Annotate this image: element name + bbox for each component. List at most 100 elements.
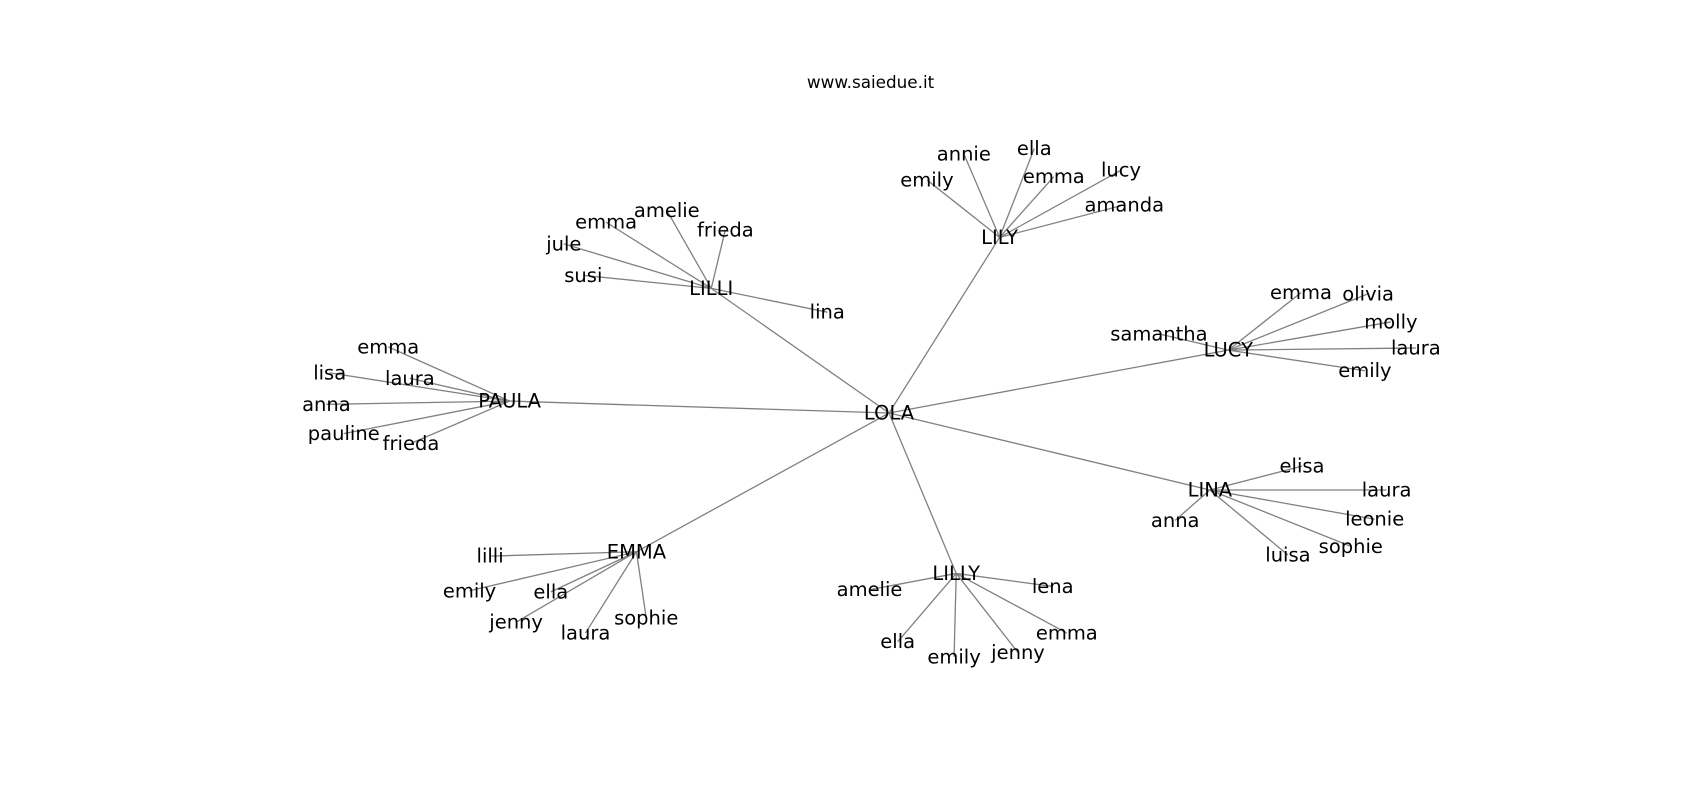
edge-emma-emily xyxy=(469,551,637,592)
edge-lilly-emily xyxy=(953,573,957,657)
node-lucy-emily: emily xyxy=(1338,359,1391,382)
edge-paula-frieda xyxy=(410,400,510,444)
edge-paula-lisa xyxy=(329,372,510,402)
edge-emma-sophie xyxy=(635,551,647,618)
node-hub-lucy: LUCY xyxy=(1204,339,1253,362)
edge-emma-ella xyxy=(550,551,637,593)
node-lucy-emma: emma xyxy=(1270,281,1332,304)
node-paula-lisa: lisa xyxy=(313,361,346,384)
edge-lily-emily xyxy=(926,179,1000,238)
edge-paula-anna xyxy=(326,400,510,405)
node-lucy-molly: molly xyxy=(1364,310,1417,333)
edge-lilli-lina xyxy=(711,287,828,313)
edge-lina-leonie xyxy=(1209,489,1375,520)
node-lilly-emma: emma xyxy=(1036,622,1098,645)
node-lucy-samantha: samantha xyxy=(1110,322,1207,345)
node-lina-leonie: leonie xyxy=(1345,508,1404,531)
edge-lilli-frieda xyxy=(710,229,726,289)
node-emma-sophie: sophie xyxy=(614,606,678,629)
node-paula-pauline: pauline xyxy=(308,422,380,445)
node-lilli-susi: susi xyxy=(564,264,602,287)
node-lilli-lina: lina xyxy=(810,301,845,324)
node-lucy-laura: laura xyxy=(1391,336,1441,359)
edge-root-lily xyxy=(888,237,1001,414)
node-lilly-lena: lena xyxy=(1032,575,1074,598)
node-lilli-emma: emma xyxy=(575,211,637,234)
node-emma-laura: laura xyxy=(561,622,611,645)
node-hub-paula: PAULA xyxy=(478,390,541,413)
node-lucy-olivia: olivia xyxy=(1342,282,1394,305)
edge-emma-lilli xyxy=(490,551,637,557)
edge-lucy-olivia xyxy=(1228,293,1369,351)
edge-lily-ella xyxy=(998,148,1035,238)
edge-root-lilli xyxy=(710,287,890,414)
node-paula-frieda: frieda xyxy=(383,432,440,455)
edge-lilly-ella xyxy=(897,573,957,643)
edge-lilli-jule xyxy=(563,243,712,289)
edge-root-lilly xyxy=(888,412,957,574)
node-lilli-frieda: frieda xyxy=(697,218,754,241)
node-lina-anna: anna xyxy=(1151,509,1200,532)
edge-lina-luisa xyxy=(1209,489,1289,556)
node-lina-sophie: sophie xyxy=(1319,535,1383,558)
node-emma-ella: ella xyxy=(533,580,568,603)
node-paula-anna: anna xyxy=(302,393,351,416)
node-lina-elisa: elisa xyxy=(1280,455,1325,478)
edge-lina-anna xyxy=(1174,489,1211,521)
node-emma-emily: emily xyxy=(443,579,496,602)
node-hub-lilly: LILLY xyxy=(932,562,980,585)
edge-lucy-molly xyxy=(1228,321,1392,351)
node-lily-lucy: lucy xyxy=(1101,159,1141,182)
node-hub-lilli: LILLI xyxy=(689,277,733,300)
edge-emma-laura xyxy=(584,551,638,634)
edge-lily-lucy xyxy=(999,169,1122,238)
node-lily-annie: annie xyxy=(937,142,991,165)
node-hub-lily: LILY xyxy=(981,226,1018,249)
edge-emma-jenny xyxy=(515,551,637,623)
node-lily-emma: emma xyxy=(1023,165,1085,188)
edge-lucy-samantha xyxy=(1158,333,1229,351)
edge-lily-annie xyxy=(963,153,1001,238)
node-emma-lilli: lilli xyxy=(477,545,504,568)
node-lina-luisa: luisa xyxy=(1265,544,1310,567)
edge-paula-laura xyxy=(409,377,510,402)
edge-root-lina xyxy=(888,412,1211,491)
edge-lily-emma xyxy=(999,176,1055,238)
node-emma-jenny: jenny xyxy=(488,611,543,634)
node-root: LOLA xyxy=(864,402,915,425)
node-lilly-jenny: jenny xyxy=(990,641,1045,664)
edge-lily-amanda xyxy=(999,204,1125,239)
node-lilli-jule: jule xyxy=(545,232,581,255)
node-hub-emma: EMMA xyxy=(607,540,667,563)
edge-root-paula xyxy=(509,400,890,414)
node-lilli-amelie: amelie xyxy=(634,199,700,222)
node-hub-lina: LINA xyxy=(1188,478,1233,501)
edge-lilli-susi xyxy=(583,274,712,289)
edge-root-emma xyxy=(636,412,890,553)
edge-lucy-emma xyxy=(1227,292,1302,351)
node-lina-laura: laura xyxy=(1362,478,1412,501)
edge-root-lucy xyxy=(888,349,1229,414)
edge-lilly-jenny xyxy=(955,573,1019,653)
node-lilly-ella: ella xyxy=(880,630,915,653)
edge-lilly-lena xyxy=(956,572,1053,588)
edge-lucy-emily xyxy=(1228,349,1366,372)
graph-title: www.saiedue.it xyxy=(807,72,935,92)
edge-lilly-emma xyxy=(955,572,1068,634)
node-lily-emily: emily xyxy=(900,168,953,191)
edge-lina-sophie xyxy=(1209,489,1352,547)
edge-lilli-emma xyxy=(605,221,712,289)
edge-lilli-amelie xyxy=(666,209,712,289)
node-lily-ella: ella xyxy=(1017,137,1052,160)
edge-paula-pauline xyxy=(343,400,510,435)
node-lily-amanda: amanda xyxy=(1084,193,1164,216)
node-paula-emma: emma xyxy=(357,335,419,358)
edge-lucy-laura xyxy=(1228,347,1416,351)
edge-paula-emma xyxy=(387,346,510,402)
edge-lilly-amelie xyxy=(869,572,957,591)
node-lilly-amelie: amelie xyxy=(837,578,903,601)
edge-lina-elisa xyxy=(1209,465,1303,491)
node-lilly-emily: emily xyxy=(927,645,980,668)
